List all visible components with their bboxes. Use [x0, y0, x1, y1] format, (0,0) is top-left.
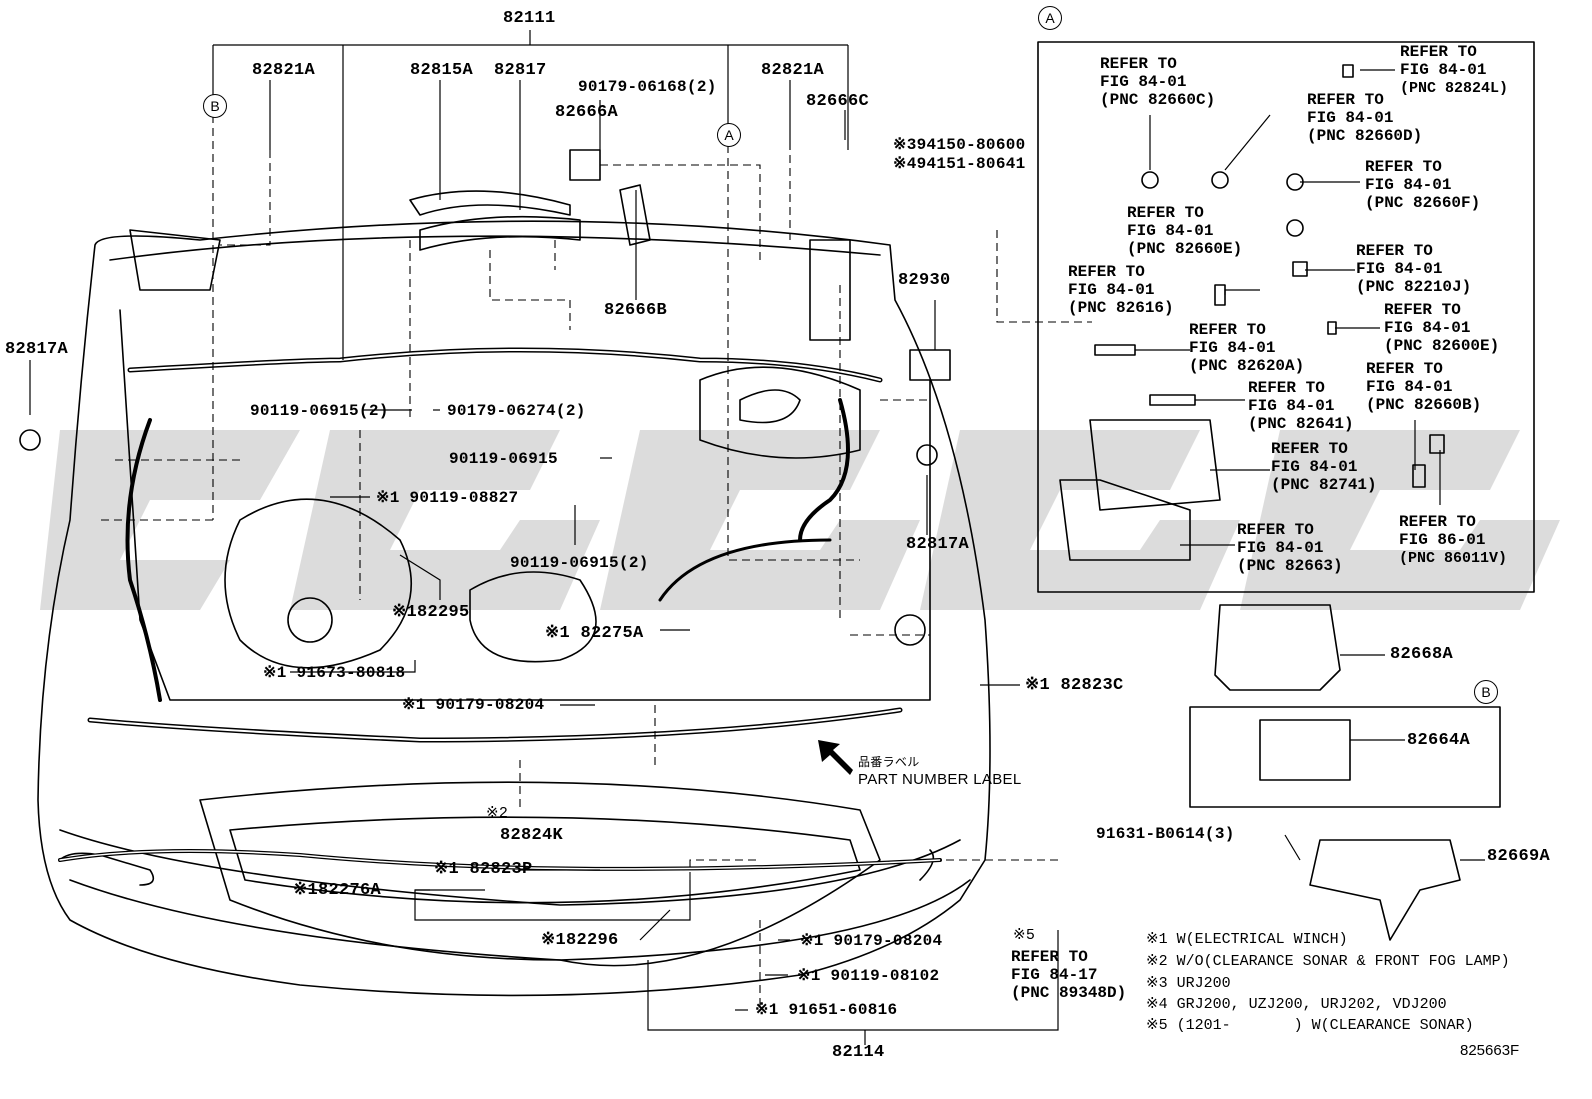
label-82666B: 82666B	[604, 301, 668, 320]
label-82817A-right: 82817A	[906, 535, 970, 554]
label-82114: 82114	[832, 1043, 885, 1062]
label-82111: 82111	[503, 9, 556, 28]
note-1: ※1 W(ELECTRICAL WINCH)	[1146, 931, 1348, 948]
label-82275A: ※1 82275A	[545, 624, 644, 643]
label-90119-06915-2b: 90119-06915(2)	[510, 554, 649, 572]
label-82666C: 82666C	[806, 92, 870, 111]
label-94150: ※394150-80600	[893, 136, 1026, 154]
label-90179-06168: 90179-06168(2)	[578, 78, 717, 96]
callout-b-marker: B	[203, 94, 227, 118]
label-90119-08827: ※1 90119-08827	[376, 489, 519, 507]
label-82276A: ※182276A	[293, 881, 382, 900]
callout-a-marker: A	[717, 123, 741, 147]
note-2: ※2 W/O(CLEARANCE SONAR & FRONT FOG LAMP)	[1146, 953, 1510, 970]
callout-a-box	[1037, 41, 1535, 593]
label-82666A: 82666A	[555, 103, 619, 122]
callout-b-box-marker: B	[1474, 680, 1498, 704]
label-82823P: ※1 82823P	[434, 860, 533, 879]
label-note2-mark: ※2	[486, 805, 509, 822]
label-90179-08204-b: ※1 90179-08204	[800, 932, 943, 950]
label-82669A: 82669A	[1487, 847, 1551, 866]
label-part-number-label: PART NUMBER LABEL	[858, 771, 1022, 788]
label-91651-60816: ※1 91651-60816	[755, 1001, 898, 1019]
label-82296: ※182296	[541, 931, 619, 950]
part-number-label-arrow	[818, 740, 853, 775]
label-82668A: 82668A	[1390, 645, 1454, 664]
callout-a-box-marker: A	[1038, 6, 1062, 30]
label-91673-80818: ※1 91673-80818	[263, 664, 406, 682]
label-note5-mark: ※5	[1013, 927, 1036, 944]
label-94151: ※494151-80641	[893, 155, 1026, 173]
grille-outline	[199, 781, 881, 967]
note-3: ※3 URJ200	[1146, 975, 1231, 992]
label-82821A-left: 82821A	[252, 61, 316, 80]
label-82817: 82817	[494, 61, 547, 80]
label-82930: 82930	[898, 271, 951, 290]
label-82817A-left: 82817A	[5, 340, 69, 359]
note-5: ※5 (1201- ) W(CLEARANCE SONAR)	[1146, 1017, 1474, 1034]
label-82815A: 82815A	[410, 61, 474, 80]
label-91631-B0614: 91631-B0614(3)	[1096, 825, 1235, 843]
note-4: ※4 GRJ200, UZJ200, URJ202, VDJ200	[1146, 996, 1447, 1013]
label-90179-08204-a: ※1 90179-08204	[402, 696, 545, 714]
diagram-id: 825663F	[1460, 1042, 1520, 1059]
label-82824K: 82824K	[500, 826, 564, 845]
label-82821A-right: 82821A	[761, 61, 825, 80]
label-82664A: 82664A	[1407, 731, 1471, 750]
label-90119-06915: 90119-06915	[449, 450, 558, 468]
callout-b-box	[1189, 706, 1501, 808]
label-90119-08102: ※1 90119-08102	[797, 967, 940, 985]
label-90179-06274: 90179-06274(2)	[447, 402, 586, 420]
watermark	[40, 430, 1560, 610]
body-outline	[37, 220, 991, 997]
label-82823C: ※1 82823C	[1025, 676, 1124, 695]
label-82295: ※182295	[392, 603, 470, 622]
harness-main	[127, 347, 883, 383]
label-90119-06915-2a: 90119-06915(2)	[250, 402, 389, 420]
label-jp-part-number: 品番ラベル	[858, 755, 920, 769]
